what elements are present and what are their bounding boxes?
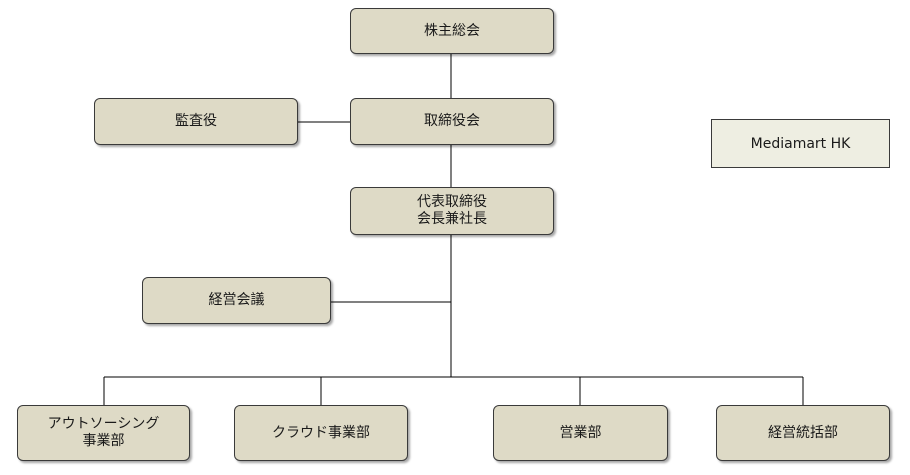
affiliate-label: Mediamart HK [750, 135, 851, 152]
outsourcing-division-box: アウトソーシング 事業部 [17, 405, 190, 461]
shareholders-meeting-label: 株主総会 [424, 22, 480, 39]
affiliate-box: Mediamart HK [711, 119, 890, 168]
board-of-directors-box: 取締役会 [350, 98, 554, 145]
sales-department-label: 営業部 [559, 424, 602, 441]
management-planning-label: 経営統括部 [768, 424, 838, 441]
auditor-label: 監査役 [175, 113, 217, 129]
outsourcing-division-label: アウトソーシング 事業部 [47, 416, 160, 449]
cloud-division-box: クラウド事業部 [234, 405, 408, 461]
ceo-label: 代表取締役 会長兼社長 [417, 194, 487, 227]
ceo-box: 代表取締役 会長兼社長 [350, 187, 554, 235]
management-meeting-label: 経営会議 [208, 292, 265, 308]
management-meeting-box: 経営会議 [142, 277, 331, 324]
sales-department-box: 営業部 [493, 405, 668, 461]
cloud-division-label: クラウド事業部 [272, 424, 370, 441]
shareholders-meeting-box: 株主総会 [350, 8, 554, 54]
auditor-box: 監査役 [94, 98, 298, 145]
management-planning-box: 経営統括部 [716, 405, 890, 461]
board-of-directors-label: 取締役会 [424, 113, 480, 129]
